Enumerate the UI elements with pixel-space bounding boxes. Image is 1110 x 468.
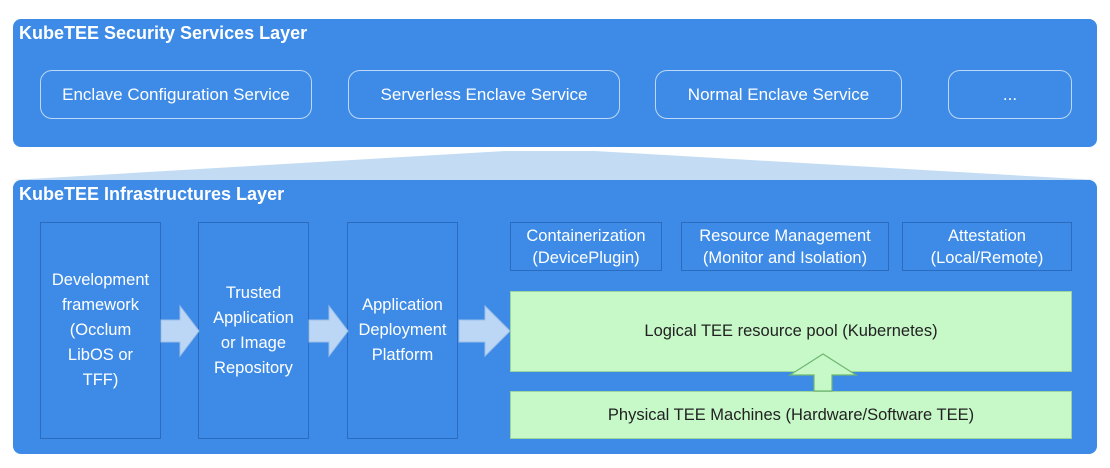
security-layer-title: KubeTEE Security Services Layer: [19, 23, 308, 43]
containerization-box: Containerization (DevicePlugin): [510, 222, 662, 271]
right-arrow-icon: [160, 304, 200, 358]
feature-title: Containerization: [526, 226, 646, 245]
feature-subtitle: (Local/Remote): [930, 248, 1044, 267]
normal-enclave-service: Normal Enclave Service: [655, 70, 902, 119]
feature-subtitle: (DevicePlugin): [532, 248, 640, 267]
attestation-box: Attestation (Local/Remote): [902, 222, 1072, 271]
security-services-layer: KubeTEE Security Services Layer Enclave …: [13, 19, 1097, 147]
box-line: LibOS or: [67, 346, 134, 364]
development-framework-box: Development framework (Occlum LibOS or T…: [40, 222, 161, 439]
box-line: framework: [61, 296, 139, 314]
serverless-enclave-service: Serverless Enclave Service: [348, 70, 620, 119]
right-arrow-icon: [458, 304, 511, 358]
box-line: or Image: [220, 333, 287, 352]
feature-title: Attestation: [948, 226, 1026, 245]
box-line: Platform: [371, 346, 434, 364]
arrows-overlay: [160, 304, 859, 392]
box-line: (Occlum: [69, 321, 132, 339]
infrastructures-layer: KubeTEE Infrastructures Layer Developmen…: [13, 180, 1097, 454]
box-line: Trusted: [225, 283, 282, 302]
resource-management-box: Resource Management (Monitor and Isolati…: [681, 222, 889, 271]
box-line: Development: [51, 271, 150, 289]
physical-tee-machines: Physical TEE Machines (Hardware/Software…: [510, 391, 1072, 439]
box-line: Deployment: [358, 321, 447, 339]
box-line: Application: [362, 296, 443, 314]
up-arrow-icon: [787, 353, 859, 392]
logical-tee-resource-pool: Logical TEE resource pool (Kubernetes): [510, 291, 1072, 372]
more-services: ...: [948, 70, 1072, 119]
enclave-configuration-service: Enclave Configuration Service: [40, 70, 312, 119]
feature-title: Resource Management: [699, 226, 871, 245]
layer-connector-shape: [13, 151, 1097, 180]
feature-subtitle: (Monitor and Isolation): [702, 248, 868, 267]
infra-layer-title: KubeTEE Infrastructures Layer: [19, 184, 285, 204]
right-arrow-icon: [308, 304, 349, 358]
box-line: Repository: [214, 358, 293, 377]
box-line: Application: [213, 308, 294, 327]
box-line: TFF): [82, 371, 119, 389]
